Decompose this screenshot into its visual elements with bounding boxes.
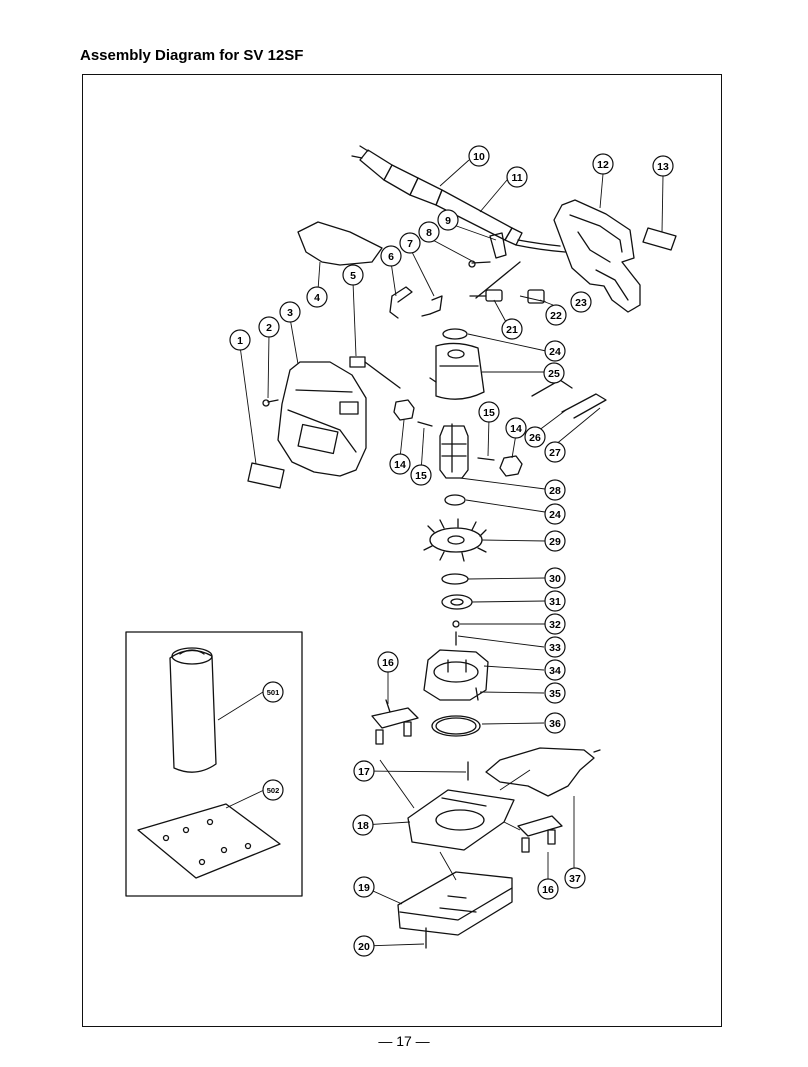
punch-plate xyxy=(137,803,281,879)
housing xyxy=(247,361,367,489)
callout-18: 18 xyxy=(357,820,369,832)
callout-31: 31 xyxy=(549,596,561,608)
name-plate xyxy=(642,227,677,251)
callout-17: 17 xyxy=(358,766,370,778)
support-leg-right xyxy=(517,815,563,853)
bearing-upper xyxy=(444,494,466,506)
callout-502: 502 xyxy=(267,786,280,795)
sanding-pad xyxy=(397,871,513,936)
callout-11: 11 xyxy=(511,172,522,184)
diagram-frame xyxy=(82,74,722,1027)
callout-35: 35 xyxy=(549,688,561,700)
callout-30: 30 xyxy=(549,573,561,585)
top-cover xyxy=(297,221,383,266)
washer-small xyxy=(452,620,460,628)
support-leg-left xyxy=(371,699,419,745)
base xyxy=(407,789,515,851)
callout-14-left: 14 xyxy=(394,459,406,471)
callout-16-left: 16 xyxy=(382,657,394,669)
callout-12: 12 xyxy=(597,159,609,171)
callout-22: 22 xyxy=(550,310,562,322)
accessory-box xyxy=(125,631,303,897)
lead-wires xyxy=(389,286,443,319)
fan xyxy=(423,518,487,562)
callout-9: 9 xyxy=(445,215,451,227)
paper-clamp xyxy=(485,747,601,797)
callout-6: 6 xyxy=(388,251,394,263)
handle-cover xyxy=(553,199,641,313)
switch-parts xyxy=(469,289,545,304)
callout-36: 36 xyxy=(549,718,561,730)
page-number: — 17 — xyxy=(378,1033,430,1049)
callout-24-lower: 24 xyxy=(549,509,561,521)
callout-27: 27 xyxy=(549,447,561,459)
callout-29: 29 xyxy=(549,536,561,548)
callout-5: 5 xyxy=(350,270,356,282)
callout-28: 28 xyxy=(549,485,561,497)
callout-14-right: 14 xyxy=(510,423,522,435)
callout-26: 26 xyxy=(529,432,541,444)
callout-3: 3 xyxy=(287,307,293,319)
callout-37: 37 xyxy=(569,873,581,885)
page-title: Assembly Diagram for SV 12SF xyxy=(80,47,304,64)
callout-32: 32 xyxy=(549,619,561,631)
callout-16-right: 16 xyxy=(542,884,554,896)
dust-bag xyxy=(169,647,217,773)
callout-4: 4 xyxy=(314,292,320,304)
callout-21: 21 xyxy=(506,324,518,336)
callout-19: 19 xyxy=(358,882,370,894)
power-plug xyxy=(351,145,443,206)
terminal-lead xyxy=(349,356,401,389)
callout-7: 7 xyxy=(407,238,413,250)
callout-24-upper: 24 xyxy=(549,346,561,358)
callout-23: 23 xyxy=(575,297,587,309)
callout-15-left: 15 xyxy=(415,470,427,482)
bearing-lower xyxy=(441,594,473,610)
stator xyxy=(429,328,485,400)
callout-25: 25 xyxy=(548,368,560,380)
armature xyxy=(439,423,469,479)
callout-33: 33 xyxy=(549,642,561,654)
power-cord xyxy=(435,189,566,253)
callout-15-right: 15 xyxy=(483,407,495,419)
callout-501: 501 xyxy=(267,688,280,697)
callout-34: 34 xyxy=(549,665,561,677)
callout-8: 8 xyxy=(426,227,432,239)
rubber-ring xyxy=(431,715,481,737)
balancer-housing xyxy=(423,649,489,701)
screw-35 xyxy=(475,687,479,701)
callout-2: 2 xyxy=(266,322,272,334)
callout-10: 10 xyxy=(473,151,485,163)
callout-20: 20 xyxy=(358,941,370,953)
callout-13: 13 xyxy=(657,161,669,173)
brush-caps xyxy=(393,399,523,477)
callout-1: 1 xyxy=(237,335,243,347)
washer xyxy=(441,573,469,585)
